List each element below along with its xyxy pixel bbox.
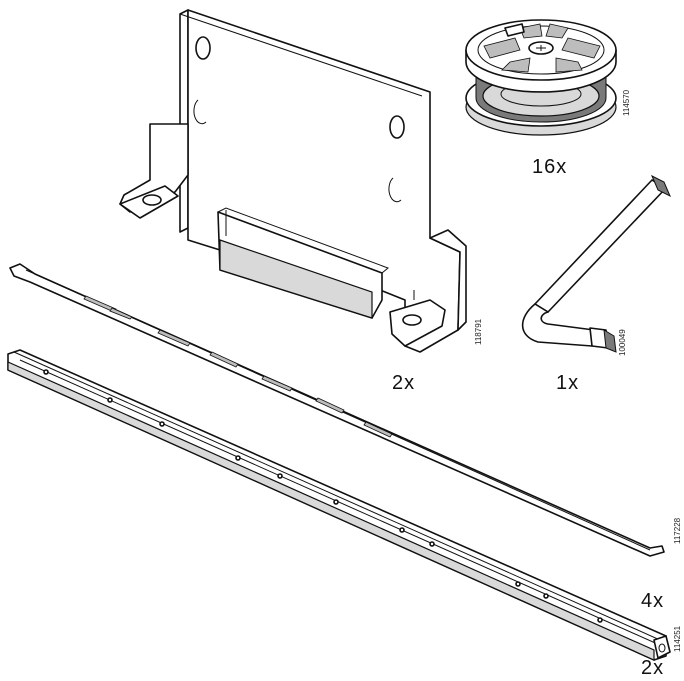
thin-strip-quantity: 4x: [641, 590, 665, 612]
rail-quantity: 2x: [641, 657, 665, 679]
thin-strip-illustration: [9, 263, 665, 557]
rail-code: 114251: [673, 625, 682, 652]
allen-key-quantity: 1x: [556, 372, 580, 394]
cam-lock-code: 114570: [622, 89, 631, 116]
bracket-code: 118791: [474, 318, 483, 345]
allen-key-illustration: [521, 174, 671, 353]
bracket-quantity: 2x: [392, 372, 416, 394]
allen-key-code: 100049: [618, 329, 627, 356]
cam-lock-illustration: [465, 19, 617, 136]
cam-lock-quantity: 16x: [532, 156, 568, 178]
thin-strip-code: 117228: [673, 517, 682, 544]
rail-illustration: [7, 349, 671, 661]
bracket-illustration: [119, 9, 467, 353]
